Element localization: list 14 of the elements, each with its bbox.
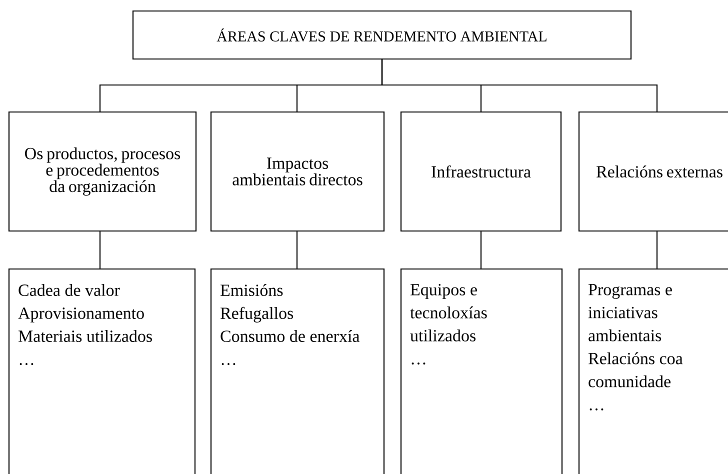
list-box: Emisións Refugallos Consumo de enerxía …	[210, 268, 385, 474]
category-box: Os productos, procesos e procedementos da organización	[8, 111, 197, 232]
connector-line	[656, 232, 658, 268]
category-box: Relacións externas	[578, 111, 728, 232]
category-box: Infraestructura	[400, 111, 562, 232]
list-box: Equipos e tecnoloxías utilizados …	[400, 268, 563, 474]
connector-line	[480, 232, 482, 268]
connector-line	[381, 60, 658, 112]
connector-line	[99, 232, 101, 268]
connector-line	[296, 232, 298, 268]
list-box: Programas e iniciativas ambientais Relacións coa comunidade …	[578, 268, 728, 474]
category-box: Impactos ambientais directos	[210, 111, 385, 232]
list-box: Cadea de valor Aprovisionamento Materiais utilizados …	[8, 268, 196, 474]
heading-box: ÁREAS CLAVES DE RENDEMENTO AMBIENTAL	[132, 10, 632, 60]
